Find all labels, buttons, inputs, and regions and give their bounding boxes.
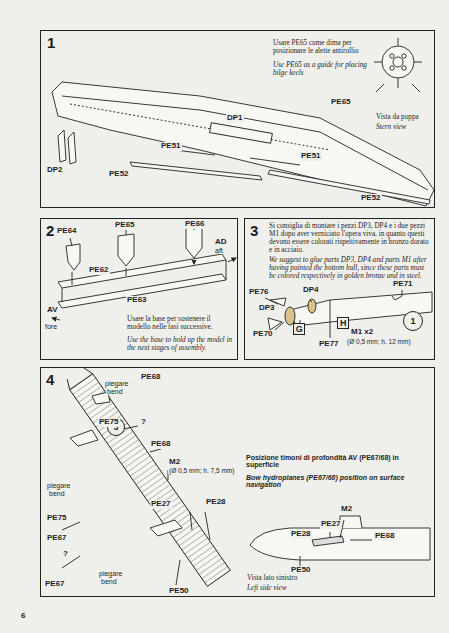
part-label: bend	[48, 490, 66, 497]
part-label: PE68	[374, 532, 396, 541]
note-text: Usare PE65 come dima per posizionare le …	[273, 39, 373, 55]
part-label: AV	[46, 306, 59, 315]
callout-text: G	[296, 324, 303, 334]
part-label: PE76	[248, 288, 270, 297]
part-label: PE28	[205, 498, 227, 507]
detail-box: G	[293, 323, 305, 335]
part-label: PE63	[126, 296, 148, 305]
part-label: PE50	[290, 566, 312, 575]
part-label: PE65	[114, 221, 136, 230]
part-label: bend	[106, 388, 124, 395]
part-label: PE51	[300, 152, 322, 161]
part-label: PE77	[318, 340, 340, 349]
note-text: Vista da poppa	[376, 113, 419, 121]
part-label: AD	[214, 238, 228, 247]
part-label: M2	[168, 458, 181, 467]
part-label: M1 x2	[350, 328, 374, 337]
part-label: PE52	[360, 194, 382, 203]
part-label: PE66	[184, 220, 206, 229]
part-label: PE50	[168, 587, 190, 596]
part-label: DP4	[302, 286, 320, 295]
callout-circle: 1	[403, 311, 423, 331]
part-label: piegare	[46, 482, 71, 489]
step-number: 3	[250, 222, 258, 239]
note-text: Usare la base per sostenere il modello n…	[127, 315, 235, 331]
part-label: PE68	[140, 373, 162, 382]
part-label: PE68	[150, 440, 172, 449]
note-text: Stern view	[376, 123, 406, 131]
part-label: PE62	[88, 266, 110, 275]
part-label: DP2	[46, 166, 64, 175]
part-label: (Ø 0,5 mm; h. 7,5 mm)	[168, 467, 235, 474]
part-label: bend	[100, 578, 118, 585]
part-label: piegare	[104, 380, 129, 387]
part-label: 6	[20, 612, 26, 621]
part-label: PE70	[252, 330, 274, 339]
detail-box: H	[337, 317, 349, 329]
step-number: 2	[46, 222, 54, 239]
part-label: ?	[62, 550, 69, 559]
note-text: Posizione timoni di profondità AV (PE67/…	[246, 454, 431, 468]
part-label: PE67	[44, 580, 66, 589]
note-text: Use PE65 as a guide for placing bilge ke…	[273, 61, 373, 77]
note-text: Use the base to hold up the model in the…	[127, 336, 235, 352]
step-panel: 2Usare la base per sostenere il modello …	[40, 218, 238, 360]
part-label: PE52	[108, 170, 130, 179]
part-label: fore	[44, 323, 58, 330]
step-panel: 4Posizione timoni di profondità AV (PE67…	[40, 367, 435, 597]
part-label: PE27	[150, 500, 172, 509]
part-label: PE28	[290, 530, 312, 539]
part-label: (Ø 0,5 mm; h. 12 mm)	[346, 338, 412, 345]
note-text: Si consiglia di montare i pezzi DP3, DP4…	[269, 222, 431, 254]
part-label: aft	[214, 247, 224, 254]
callout-text: H	[340, 318, 347, 328]
step-number: 1	[47, 34, 55, 51]
callout-text: 1	[410, 316, 415, 326]
note-text: Bow hydroplanes (PE67/68) position on su…	[246, 474, 431, 488]
part-label: ?	[140, 418, 147, 427]
note-text: Left side view	[247, 584, 287, 592]
part-label: PE65	[330, 98, 352, 107]
part-label: PE27	[320, 520, 342, 529]
part-label: PE51	[160, 142, 182, 151]
part-label: PE75	[98, 418, 120, 427]
part-label: PE67	[46, 534, 68, 543]
part-label: DP1	[226, 114, 244, 123]
note-text: Vista lato sinistro	[247, 574, 297, 582]
part-label: PE64	[56, 227, 78, 236]
part-label: PE71	[392, 280, 414, 289]
part-label: M2	[340, 505, 353, 514]
part-label: piegare	[98, 570, 123, 577]
part-label: PE75	[46, 514, 68, 523]
note-text: We suggest to glue parts DP3, DP4 and pa…	[269, 256, 431, 280]
step-number: 4	[46, 371, 54, 388]
part-label: DP3	[258, 304, 276, 313]
